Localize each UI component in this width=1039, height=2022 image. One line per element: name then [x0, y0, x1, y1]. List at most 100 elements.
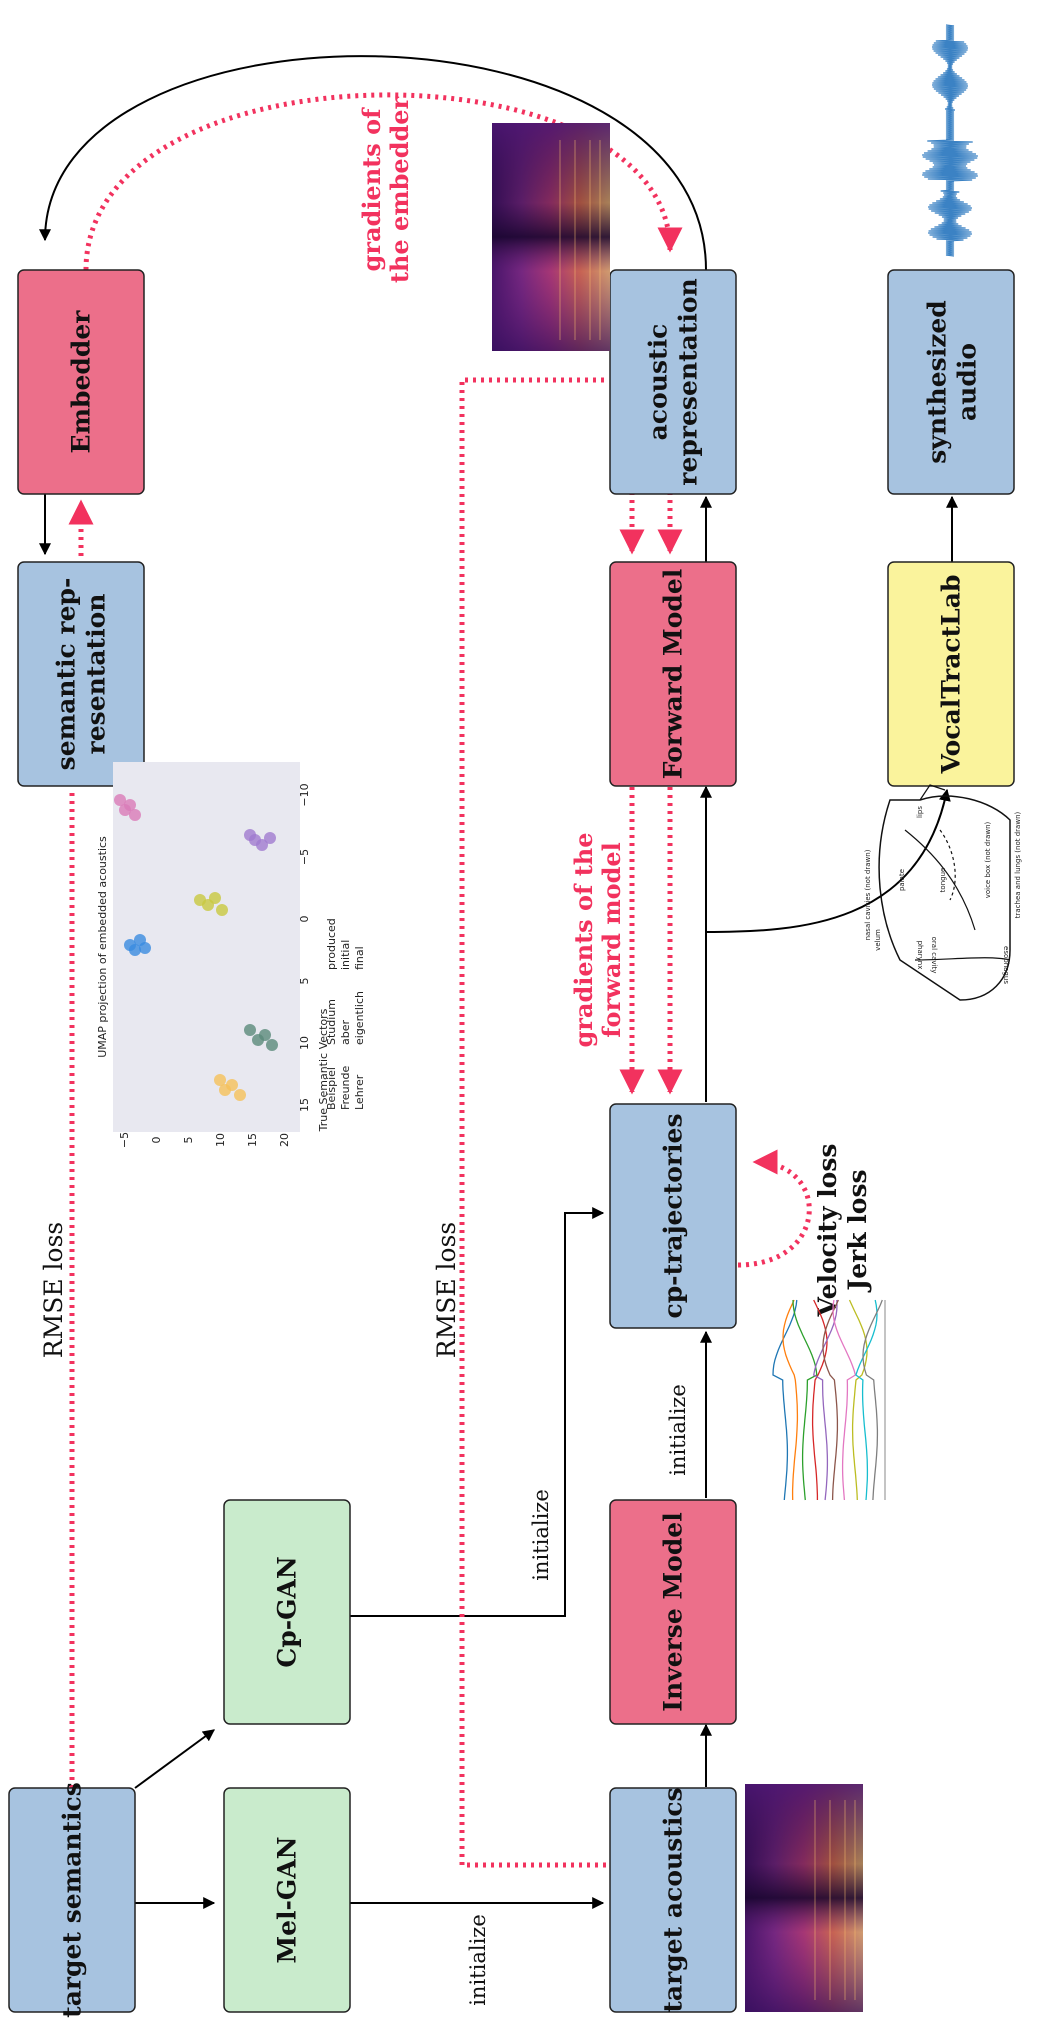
target-acoustics-label: target acoustics — [659, 1787, 688, 2012]
umap-legend-word: Lehrer — [353, 1074, 366, 1110]
cp-trajectory-line — [862, 1299, 883, 1501]
box-inverse-model: Inverse Model — [609, 1499, 737, 1725]
umap-x-tick: 5 — [298, 978, 311, 985]
acoustic-representation-label-2: representation — [674, 278, 703, 485]
umap-point — [259, 1029, 271, 1041]
box-vocaltractlab: VocalTractLab — [887, 561, 1015, 787]
embedder-label: Embedder — [67, 310, 96, 454]
umap-legend-word: aber — [339, 1020, 352, 1045]
vocaltractlab-label: VocalTractLab — [937, 575, 966, 775]
box-target-acoustics: target acoustics — [609, 1787, 737, 2013]
synthesized-audio-label-2: audio — [953, 343, 982, 421]
umap-legend-state: final — [353, 946, 366, 970]
vocal-tract-sketch: nasal cavities (not drawn) palate velum … — [864, 784, 1022, 1001]
umap-point — [129, 944, 141, 956]
vt-label-trachea: trachea and lungs (not drawn) — [1014, 812, 1022, 919]
umap-plot: UMAP projection of embedded acoustics Tr… — [96, 762, 366, 1148]
waveform-thumbnail — [922, 24, 978, 257]
velocity-jerk-loop — [737, 1149, 812, 1268]
vt-label-nasal: nasal cavities (not drawn) — [864, 849, 872, 940]
umap-title: UMAP projection of embedded acoustics — [96, 836, 109, 1058]
umap-legend-word: Beispiel — [325, 1067, 338, 1110]
inverse-model-label: Inverse Model — [659, 1512, 688, 1711]
arrow-acoustic-rep-to-embedder — [39, 55, 707, 271]
umap-x-tick: 10 — [298, 1036, 311, 1050]
cp-trajectory-thumbnail — [772, 1299, 886, 1501]
box-acoustic-representation: acoustic representation — [609, 269, 737, 495]
umap-point — [216, 904, 228, 916]
umap-y-tick: 0 — [150, 1137, 163, 1144]
cp-trajectory-line — [832, 1299, 857, 1501]
umap-legend-state: initial — [339, 940, 352, 970]
rmse-loss-line-acoustics — [459, 377, 606, 1868]
jerk-loss-label: Jerk loss — [843, 1169, 872, 1292]
gradient-embedder-path — [83, 92, 683, 271]
cp-trajectory-line — [855, 1299, 878, 1501]
umap-point — [124, 799, 136, 811]
vt-label-lips: lips — [916, 806, 924, 818]
vt-label-voicebox: voice box (not drawn) — [984, 821, 992, 898]
umap-point — [256, 839, 268, 851]
cp-trajectory-line — [812, 1299, 838, 1501]
cp-trajectory-line — [822, 1299, 839, 1501]
umap-x-tick: −10 — [298, 783, 311, 806]
velocity-loss-label: Velocity loss — [813, 1144, 842, 1318]
acoustic-representation-label-1: acoustic — [644, 324, 673, 441]
cp-trajectory-line — [792, 1299, 818, 1501]
umap-x-tick: 0 — [298, 916, 311, 923]
box-target-semantics: target semantics — [8, 1782, 136, 2018]
arrow-cpgan-to-cp-trajectories — [350, 1207, 605, 1617]
umap-point — [214, 1074, 226, 1086]
waveform-trace — [922, 24, 978, 257]
semantic-representation-label-2: resentation — [82, 594, 111, 755]
connectors — [39, 55, 958, 1909]
umap-point — [114, 794, 126, 806]
initialize-label-inverse: initialize — [666, 1384, 690, 1476]
gradients-embedder-label-1: gradients of — [357, 107, 386, 272]
cp-trajectory-line — [848, 1299, 868, 1501]
box-embedder: Embedder — [17, 269, 145, 495]
mel-gan-label: Mel-GAN — [273, 1836, 302, 1963]
vt-label-oral: oral cavity — [930, 937, 938, 974]
umap-point — [129, 809, 141, 821]
vt-label-pharynx: pharynx — [916, 941, 924, 970]
rmse-loss-label-semantics: RMSE loss — [39, 1222, 68, 1358]
gradient-paths — [68, 92, 812, 1868]
cp-trajectories-label: cp-trajectories — [659, 1113, 688, 1318]
umap-y-tick: 20 — [278, 1133, 291, 1147]
rmse-loss-label-acoustics: RMSE loss — [432, 1222, 461, 1358]
umap-legend-word: Freunde — [339, 1065, 352, 1110]
umap-point — [234, 1089, 246, 1101]
umap-y-tick: 15 — [246, 1133, 259, 1147]
box-forward-model: Forward Model — [609, 561, 737, 787]
arrow-cp-to-vocaltractlab — [705, 788, 951, 933]
gradients-forward-label-2: forward model — [597, 842, 626, 1038]
semantic-representation-label-1: semantic rep- — [52, 578, 81, 771]
initialize-label-cpgan: initialize — [529, 1489, 553, 1581]
vt-label-esophagus: esophagus — [1002, 946, 1010, 984]
umap-point — [244, 1024, 256, 1036]
spectrogram-bottom — [745, 1784, 863, 2012]
umap-legend-word: Studium — [325, 999, 338, 1045]
umap-point — [264, 832, 276, 844]
umap-x-tick: −5 — [298, 849, 311, 865]
initialize-label-melgan: initialize — [466, 1914, 490, 2006]
arrow-semantics-to-cpgan — [134, 1729, 215, 1789]
box-cp-trajectories: cp-trajectories — [609, 1103, 737, 1329]
umap-point — [209, 892, 221, 904]
cp-trajectory-line — [782, 1299, 799, 1501]
umap-x-label: True Semantic Vectors — [317, 1008, 330, 1132]
box-mel-gan: Mel-GAN — [223, 1787, 351, 2013]
umap-legend-word: eigentlich — [353, 991, 366, 1045]
target-semantics-label: target semantics — [58, 1782, 87, 2018]
forward-model-label: Forward Model — [659, 569, 688, 780]
box-semantic-representation: semantic rep- resentation — [17, 561, 145, 787]
cp-gan-label: Cp-GAN — [273, 1556, 302, 1667]
vt-label-palate: palate — [898, 869, 906, 891]
umap-y-tick: −5 — [118, 1132, 131, 1148]
synthesized-audio-label-1: synthesized — [923, 300, 952, 464]
gradients-forward-label-1: gradients of the — [569, 832, 598, 1047]
vt-label-velum: velum — [874, 929, 882, 951]
box-synthesized-audio: synthesized audio — [887, 269, 1015, 495]
